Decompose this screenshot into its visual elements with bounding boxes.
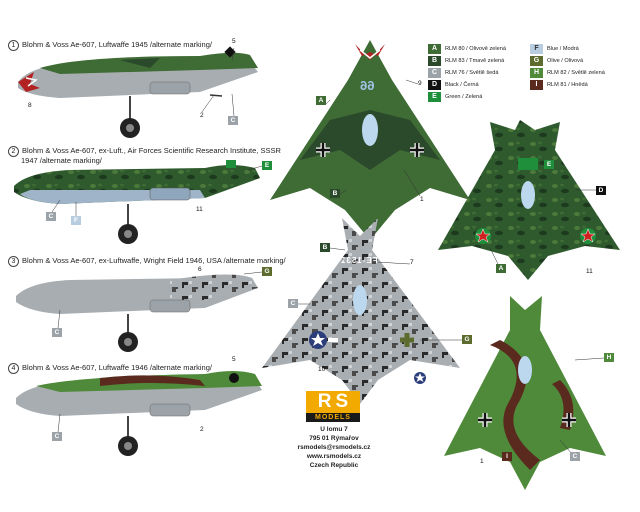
- callout-g-plan3: G: [462, 335, 472, 344]
- callout-c-plan4: C: [570, 452, 580, 461]
- callout-c-profile4: C: [52, 432, 62, 441]
- legend-label-d: Black / Černá: [445, 82, 479, 88]
- legend-label-c: RLM 76 / Světlě šedá: [445, 70, 499, 76]
- planview-2-aircraft: [438, 120, 620, 280]
- planview-4-aircraft: [444, 296, 606, 490]
- legend-item-d: D Black / Černá: [428, 80, 479, 90]
- legend-label-f: Blue / Modrá: [547, 46, 579, 52]
- callout-d-plan2: D: [596, 186, 606, 195]
- planview-3-aircraft: [262, 218, 460, 404]
- profile-2-caption-text: Blohm & Voss Ae-607, ex-Luft., Air Force…: [22, 146, 281, 155]
- callout-c-plan3: C: [288, 299, 298, 308]
- profile-4-number: 4: [8, 363, 19, 374]
- callout-a-plan2: A: [496, 264, 506, 273]
- legend-item-i: I RLM 81 / Hnědá: [530, 80, 588, 90]
- address-city: 795 01 Rýmařov: [309, 435, 359, 442]
- legend-item-c: C RLM 76 / Světlě šedá: [428, 68, 498, 78]
- legend-swatch-e: E: [428, 92, 441, 102]
- legend-swatch-i: I: [530, 80, 543, 90]
- address-country: Czech Republic: [309, 462, 359, 469]
- legend-swatch-g: G: [530, 56, 543, 66]
- profile-2-number: 2: [8, 146, 19, 157]
- legend-label-e: Green / Zelená: [445, 94, 483, 100]
- legend-swatch-d: D: [428, 80, 441, 90]
- legend-swatch-h: H: [530, 68, 543, 78]
- callout-h-plan4: H: [604, 353, 614, 362]
- callout-b-plan3: B: [320, 243, 330, 252]
- callout-5-profile1: 5: [232, 38, 236, 45]
- rs-logo-mark: R S: [306, 391, 360, 413]
- callout-6-profile3: 6: [198, 266, 202, 273]
- profile-1-number: 1: [8, 40, 19, 51]
- address-email: rsmodels@rsmodels.cz: [297, 444, 371, 451]
- callout-c-profile3: C: [52, 328, 62, 337]
- callout-a-plan1: A: [316, 96, 326, 105]
- fin-code-99: 99: [360, 78, 375, 93]
- callout-8-profile1: 8: [28, 102, 32, 109]
- callout-e-plan2: E: [544, 160, 554, 169]
- callout-c-profile1: C: [228, 116, 238, 125]
- callout-1-plan4: 1: [480, 458, 484, 465]
- callout-9-plan1: 9: [418, 80, 422, 87]
- rs-logo-letter-r: R: [317, 391, 332, 412]
- callout-11-plan2: 11: [586, 268, 593, 275]
- legend-label-a: RLM 80 / Olivově zelená: [445, 46, 506, 52]
- callout-f-profile2: F: [71, 216, 81, 225]
- profile-4-caption-text: Blohm & Voss Ae-607, Luftwaffe 1946 /alt…: [22, 363, 212, 372]
- callout-11-profile2: 11: [196, 206, 203, 213]
- address-website: www.rsmodels.cz: [306, 453, 362, 460]
- profile-2-caption-line2: 1947 /alternate marking/: [21, 156, 102, 165]
- callout-c-profile2: C: [46, 212, 56, 221]
- profile-1-aircraft: [18, 46, 258, 138]
- profile-3-aircraft: [16, 274, 258, 352]
- address-street: U lomu 7: [320, 426, 348, 433]
- legend-item-b: B RLM 83 / Tmavě zelená: [428, 56, 504, 66]
- us-serial-marking: FE-1531: [340, 256, 378, 265]
- legend-swatch-b: B: [428, 56, 441, 66]
- legend-item-e: E Green / Zelená: [428, 92, 482, 102]
- profile-2-aircraft: [14, 160, 260, 244]
- legend-swatch-f: F: [530, 44, 543, 54]
- callout-2-profile1: 2: [200, 112, 204, 119]
- legend-item-f: F Blue / Modrá: [530, 44, 579, 54]
- profile-1-caption-text: Blohm & Voss Ae-607, Luftwaffe 1945 /alt…: [22, 40, 212, 49]
- callout-1-plan1: 1: [420, 196, 424, 203]
- profile-3-number: 3: [8, 256, 19, 267]
- company-address: U lomu 7 795 01 Rýmařov rsmodels@rsmodel…: [280, 425, 388, 470]
- callout-2-profile4: 2: [200, 426, 204, 433]
- legend-item-h: H RLM 82 / Světlě zelená: [530, 68, 605, 78]
- legend-label-i: RLM 81 / Hnědá: [547, 82, 588, 88]
- rs-logo-letter-s: S: [335, 391, 349, 412]
- callout-e-profile2: E: [262, 161, 272, 170]
- legend-label-h: RLM 82 / Světlě zelená: [547, 70, 605, 76]
- planview-1-aircraft: [270, 40, 470, 240]
- callout-b-plan1: B: [330, 189, 340, 198]
- rs-models-logo: R S MODELS: [298, 391, 368, 423]
- callout-i-plan4: I: [502, 452, 512, 461]
- callout-10-plan3: 10: [318, 366, 326, 373]
- legend-item-g: G Olive / Olivová: [530, 56, 583, 66]
- profile-3-caption-text: Blohm & Voss Ae-607, ex-Luftwaffe, Wrigh…: [22, 256, 286, 265]
- profile-4-aircraft: [16, 371, 262, 456]
- legend-item-a: A RLM 80 / Olivově zelená: [428, 44, 506, 54]
- legend-swatch-c: C: [428, 68, 441, 78]
- callout-5-profile4: 5: [232, 356, 236, 363]
- callout-g-profile3: G: [262, 267, 272, 276]
- rs-logo-subtitle: MODELS: [306, 413, 360, 422]
- legend-swatch-a: A: [428, 44, 441, 54]
- legend-label-b: RLM 83 / Tmavě zelená: [445, 58, 505, 64]
- legend-label-g: Olive / Olivová: [547, 58, 584, 64]
- callout-7-plan3: 7: [410, 259, 414, 266]
